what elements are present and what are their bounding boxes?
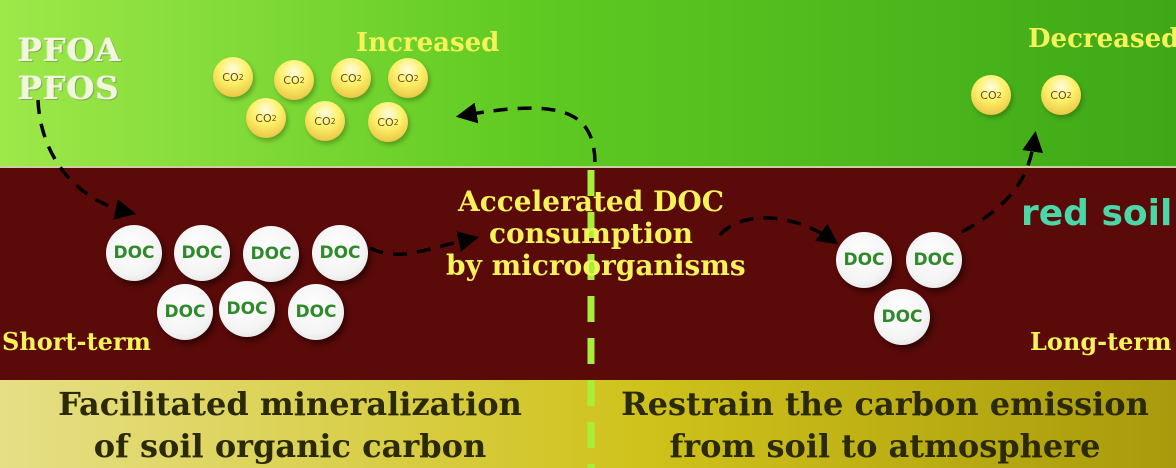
short-term-label: Short-term (2, 327, 151, 356)
long-term-label: Long-term (1030, 327, 1172, 356)
arrow-consumption-to-co2 (455, 102, 597, 163)
doc-bubble: DOC (874, 289, 930, 345)
left-line-2: of soil organic carbon (93, 427, 487, 465)
doc-bubble: DOC (219, 281, 275, 337)
doc-bubble: DOC (312, 225, 368, 281)
doc-bubble: DOC (157, 284, 213, 340)
decreased-label: Decreased (1028, 24, 1176, 54)
pfoa-label: PFOA (18, 31, 122, 69)
right-line-2: from soil to atmosphere (669, 427, 1101, 465)
doc-bubble: DOC (106, 225, 162, 281)
doc-bubble: DOC (174, 225, 230, 281)
increased-label: Increased (356, 28, 500, 58)
doc-bubble: DOC (243, 226, 299, 282)
right-line-1: Restrain the carbon emission (621, 385, 1149, 423)
arrow-consumption-to-longterm-doc (718, 216, 839, 245)
arrow-doc-to-consumption (369, 231, 480, 256)
arrow-pfas-to-doc (36, 99, 137, 220)
left-line-1: Facilitated mineralization (58, 385, 522, 423)
pfos-label: PFOS (18, 69, 120, 107)
center-line-1: Accelerated DOC (457, 185, 724, 218)
doc-bubble: DOC (836, 232, 892, 288)
doc-bubble: DOC (288, 284, 344, 340)
red-soil-label: red soil (1021, 193, 1173, 234)
center-line-3: by microorganisms (446, 249, 746, 282)
arrow-doc-to-decreased-co2 (961, 130, 1044, 234)
center-line-2: consumption (488, 217, 693, 250)
center-annotation: Accelerated DOC consumption by microorga… (446, 185, 746, 282)
doc-bubble: DOC (906, 232, 962, 288)
left-conclusion: Facilitated mineralization of soil organ… (20, 383, 560, 467)
right-conclusion: Restrain the carbon emission from soil t… (615, 383, 1155, 467)
